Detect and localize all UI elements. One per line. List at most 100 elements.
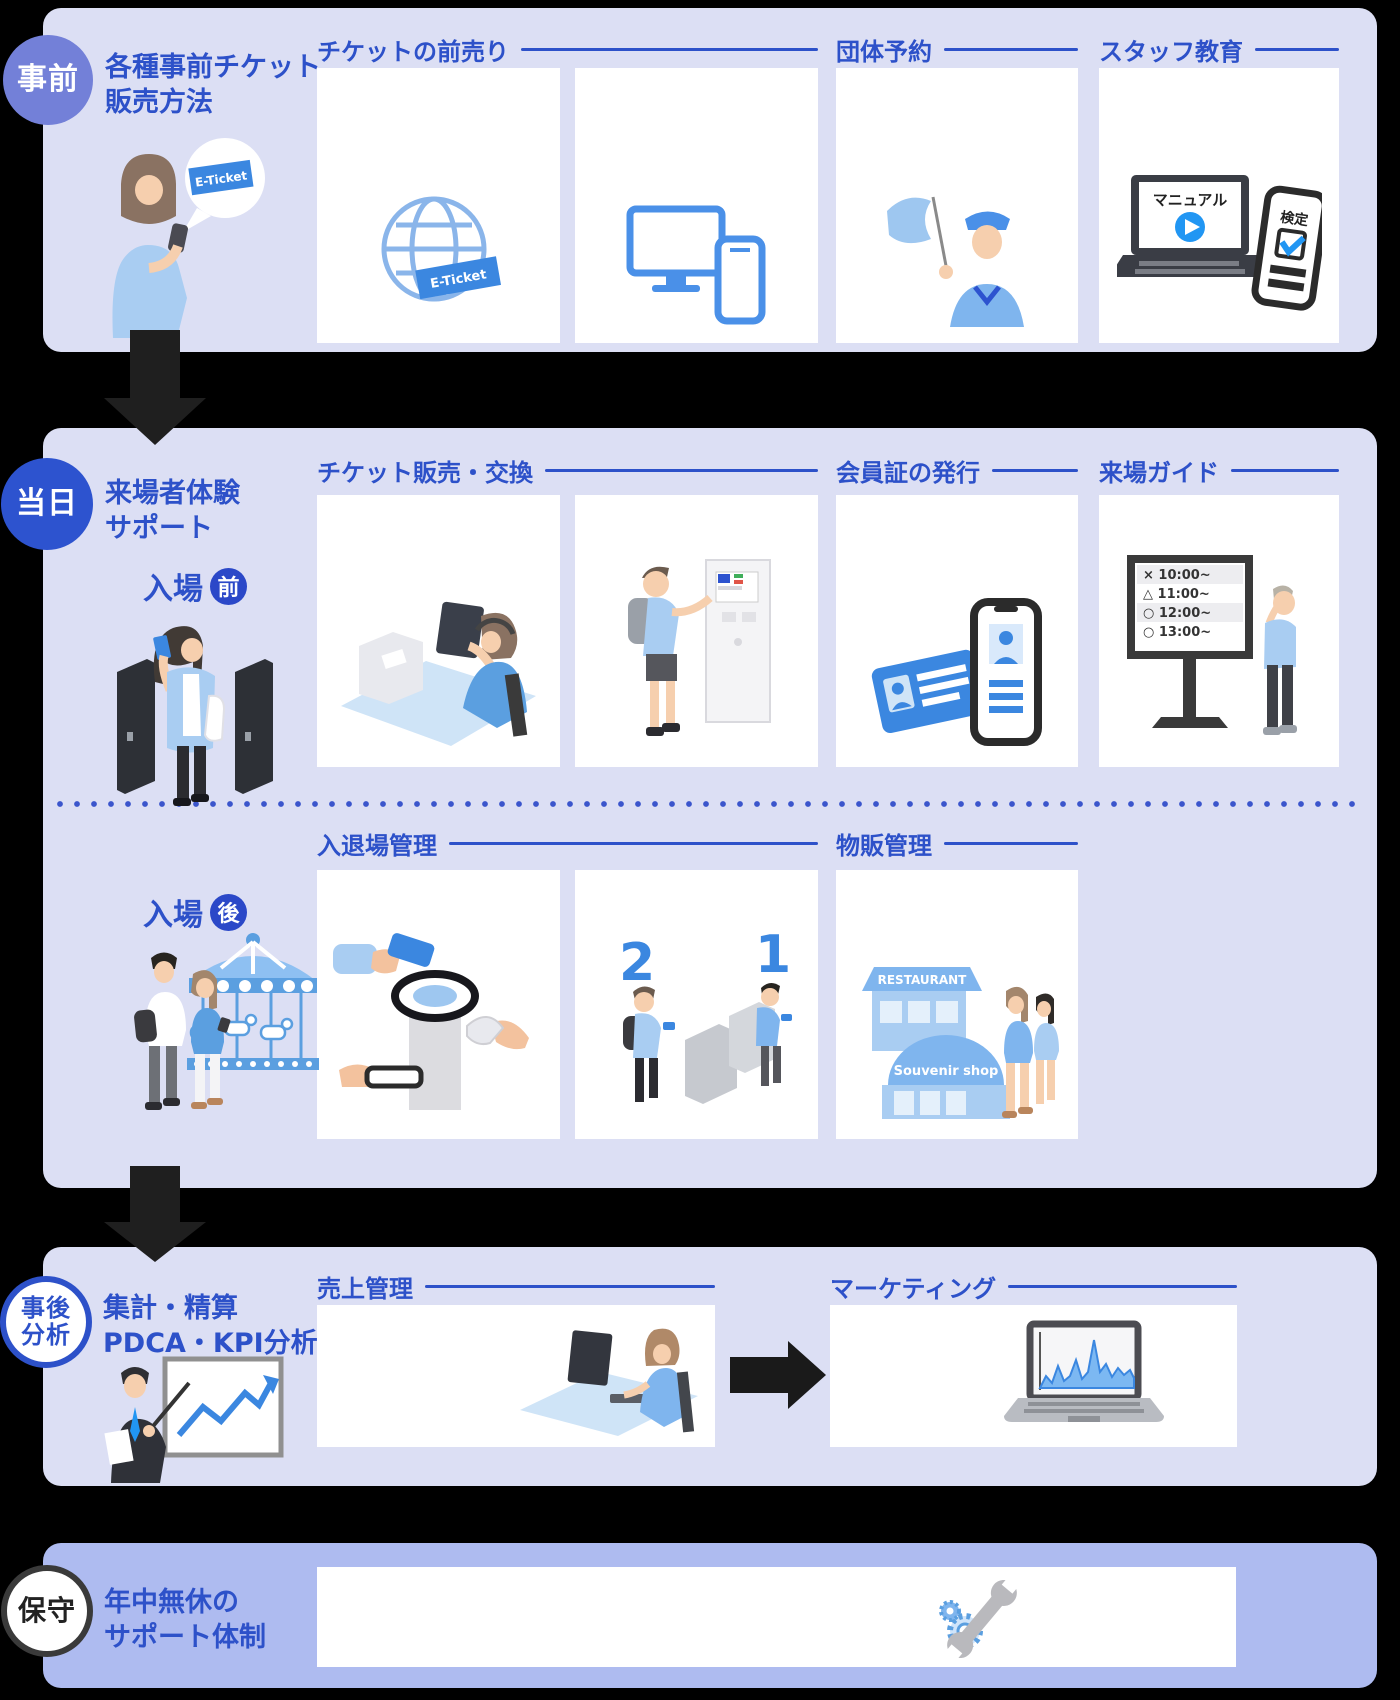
exam-label: 検定 bbox=[1279, 209, 1309, 230]
wrench-icon bbox=[941, 1573, 1022, 1665]
sales-desk-icon bbox=[520, 1328, 698, 1436]
header-line bbox=[944, 47, 1078, 51]
card-visit-guide: × 10:00~ △ 11:00~ ○ 12:00~ ○ 13:00~ bbox=[1099, 495, 1339, 767]
group-header-presale-label: チケットの前売り bbox=[317, 37, 509, 66]
header-line bbox=[944, 841, 1078, 845]
flow-arrow-right bbox=[730, 1341, 826, 1409]
kiosk-visitor-icon bbox=[628, 559, 771, 736]
section-pre-title-line2: 販売方法 bbox=[105, 87, 213, 119]
header-line bbox=[1255, 47, 1339, 51]
entry-before-text: 入場 bbox=[143, 572, 203, 607]
badge-post: 事後 分析 bbox=[0, 1276, 92, 1368]
count-left-number: 2 bbox=[619, 933, 655, 993]
header-line bbox=[1008, 1284, 1237, 1288]
area-chart-icon bbox=[1038, 1339, 1135, 1389]
badge-day-label: 当日 bbox=[16, 486, 78, 522]
group-header-group-booking: 団体予約 bbox=[836, 34, 1078, 66]
headset-icon bbox=[474, 617, 516, 635]
woman-phone-illustration: E-Ticket bbox=[112, 138, 265, 338]
card-devices bbox=[575, 68, 818, 343]
header-line bbox=[425, 1284, 715, 1288]
ticket-counter-icon bbox=[341, 601, 536, 746]
badge-support: 保守 bbox=[1, 1565, 93, 1657]
entry-before-label: 入場 前 bbox=[143, 564, 247, 608]
group-header-marketing: マーケティング bbox=[830, 1271, 1237, 1303]
gate-woman-illustration bbox=[117, 626, 273, 806]
tap-reader-icon bbox=[333, 933, 529, 1110]
group-header-membership: 会員証の発行 bbox=[836, 455, 1078, 487]
badge-support-label: 保守 bbox=[17, 1594, 76, 1628]
card-sales-mgmt bbox=[317, 1305, 715, 1447]
header-line bbox=[992, 468, 1078, 472]
card-people-count: 2 1 bbox=[575, 870, 818, 1139]
before-after-divider bbox=[57, 801, 1363, 807]
badge-post-line1: 事後 bbox=[21, 1294, 71, 1323]
card-staff-training: マニュアル 検定 bbox=[1099, 68, 1339, 343]
group-header-ticket-sales: チケット販売・交換 bbox=[317, 455, 818, 487]
section-post-title: 集計・精算 PDCA・KPI分析 bbox=[103, 1291, 318, 1361]
flow-arrow-down-1 bbox=[104, 330, 206, 445]
card-tap-reader bbox=[317, 870, 560, 1139]
wrench-gears-icon bbox=[939, 1573, 1022, 1665]
tour-guide-flag-icon bbox=[887, 196, 1024, 327]
section-pre: 事前 各種事前チケット 販売方法 E-Ticket チケットの前売り 団体 bbox=[3, 8, 1377, 352]
schedule-row-4: ○ 13:00~ bbox=[1143, 625, 1211, 640]
section-post-title-line2: PDCA・KPI分析 bbox=[103, 1328, 318, 1360]
group-header-visit-guide: 来場ガイド bbox=[1099, 455, 1339, 487]
card-shop: RESTAURANT Souvenir shop bbox=[836, 870, 1078, 1139]
header-line bbox=[545, 468, 818, 472]
flow-arrow-down-2 bbox=[104, 1166, 206, 1262]
group-header-ticket-sales-label: チケット販売・交換 bbox=[317, 458, 533, 487]
count-right-number: 1 bbox=[755, 925, 791, 985]
section-support-title: 年中無休の サポート体制 bbox=[104, 1585, 266, 1655]
card-ticket-counter bbox=[317, 495, 560, 767]
schedule-row-3: ○ 12:00~ bbox=[1143, 606, 1211, 621]
monitor-phone-icon bbox=[626, 205, 765, 325]
globe-eticket-icon: E-Ticket bbox=[381, 196, 501, 302]
section-pre-title: 各種事前チケット 販売方法 bbox=[105, 50, 321, 120]
entry-before-chip: 前 bbox=[210, 567, 247, 605]
restaurant-sign: RESTAURANT bbox=[877, 973, 967, 987]
shop-icon: RESTAURANT Souvenir shop bbox=[861, 967, 1059, 1119]
analyst-presenter-illustration bbox=[104, 1356, 284, 1483]
group-header-sales-mgmt-label: 売上管理 bbox=[317, 1274, 413, 1303]
people-count-icon: 2 1 bbox=[619, 925, 792, 1104]
group-header-group-booking-label: 団体予約 bbox=[836, 37, 932, 66]
card-marketing bbox=[830, 1305, 1237, 1447]
badge-pre: 事前 bbox=[3, 35, 93, 125]
section-support: 保守 年中無休の サポート体制 bbox=[1, 1543, 1377, 1688]
trend-chart-icon bbox=[176, 1381, 274, 1437]
carousel-couple-illustration bbox=[134, 933, 319, 1110]
group-header-entry-exit: 入退場管理 bbox=[317, 828, 818, 860]
card-membership bbox=[836, 495, 1078, 767]
schedule-row-2: △ 11:00~ bbox=[1143, 587, 1210, 602]
group-header-marketing-label: マーケティング bbox=[830, 1274, 997, 1303]
section-post: 事後 分析 集計・精算 PDCA・KPI分析 売上管理 マーケティング bbox=[0, 1247, 1377, 1486]
entry-after-text: 入場 bbox=[143, 898, 203, 933]
guide-board-icon: × 10:00~ △ 11:00~ ○ 12:00~ ○ 13:00~ bbox=[1126, 555, 1297, 735]
section-pre-title-line1: 各種事前チケット bbox=[105, 52, 321, 83]
section-support-title-line2: サポート体制 bbox=[104, 1622, 266, 1654]
section-support-title-line1: 年中無休の bbox=[104, 1587, 239, 1618]
group-header-visit-guide-label: 来場ガイド bbox=[1099, 458, 1219, 487]
manual-label: マニュアル bbox=[1152, 191, 1227, 209]
header-line bbox=[1231, 468, 1339, 472]
group-header-sales-mgmt: 売上管理 bbox=[317, 1271, 715, 1303]
card-support bbox=[317, 1567, 1236, 1667]
badge-pre-label: 事前 bbox=[17, 62, 79, 98]
souvenir-sign: Souvenir shop bbox=[893, 1064, 998, 1079]
header-line bbox=[449, 841, 818, 845]
marketing-laptop-icon bbox=[1004, 1320, 1164, 1422]
group-header-staff-training-label: スタッフ教育 bbox=[1099, 37, 1243, 66]
section-day: 当日 来場者体験 サポート 入場 前 bbox=[1, 428, 1377, 1188]
group-header-merchandise-label: 物販管理 bbox=[836, 831, 932, 860]
section-day-title-line2: サポート bbox=[105, 513, 213, 545]
badge-post-line2: 分析 bbox=[21, 1321, 71, 1349]
group-header-staff-training: スタッフ教育 bbox=[1099, 34, 1339, 66]
entry-after-chip: 後 bbox=[210, 893, 247, 931]
section-day-title-line1: 来場者体験 bbox=[105, 478, 240, 509]
card-online-eticket: E-Ticket bbox=[317, 68, 560, 343]
group-header-merchandise: 物販管理 bbox=[836, 828, 1078, 860]
group-header-entry-exit-label: 入退場管理 bbox=[317, 831, 437, 860]
